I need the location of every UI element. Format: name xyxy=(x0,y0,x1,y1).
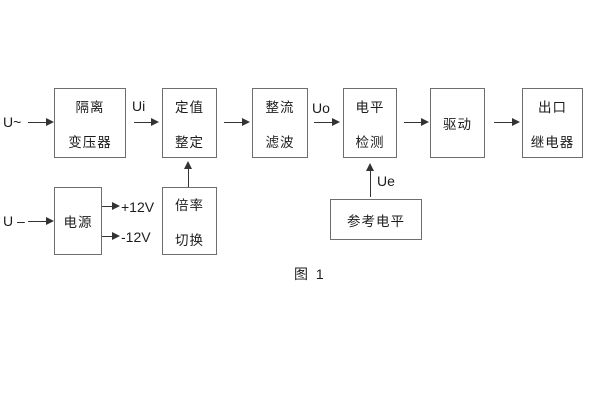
block-ratio-switch: 倍率 切换 xyxy=(162,187,217,255)
block-level-detection: 电平 检测 xyxy=(343,88,397,158)
block-ratio-switch-line1: 倍率 xyxy=(175,197,204,213)
block-isolation-transformer: 隔离 变压器 xyxy=(54,88,126,158)
label-ui: Ui xyxy=(132,98,146,114)
arrow-ratio-to-setting-icon xyxy=(184,161,193,187)
block-rectifier-filter-line2: 滤波 xyxy=(265,134,295,150)
block-driver: 驱动 xyxy=(430,88,485,158)
arrow-input-ac-icon xyxy=(28,118,54,127)
arrow-setting-to-rectifier-icon xyxy=(224,118,250,127)
arrow-plus-12v-icon xyxy=(102,202,120,211)
block-rectifier-filter: 整流 滤波 xyxy=(252,88,308,158)
figure-caption: 图 1 xyxy=(294,266,326,282)
block-output-relay-line2: 继电器 xyxy=(530,134,575,150)
block-reference-level: 参考电平 xyxy=(330,199,422,240)
block-output-relay-line1: 出口 xyxy=(538,99,567,115)
block-isolation-transformer-line1: 隔离 xyxy=(75,99,105,115)
block-isolation-transformer-line2: 变压器 xyxy=(68,134,112,150)
label-minus-12v: -12V xyxy=(121,229,151,245)
block-level-detection-line2: 检测 xyxy=(355,134,385,150)
label-ue: Ue xyxy=(377,173,395,189)
arrow-minus-12v-icon xyxy=(102,232,120,241)
block-output-relay: 出口 继电器 xyxy=(522,88,583,158)
label-uo: Uo xyxy=(312,100,330,116)
block-ratio-switch-line2: 切换 xyxy=(175,232,204,248)
arrow-reference-to-level-icon xyxy=(366,163,375,197)
label-input-ac: U~ xyxy=(3,114,22,130)
label-plus-12v: +12V xyxy=(121,199,155,215)
block-rectifier-filter-line1: 整流 xyxy=(265,99,295,115)
arrow-rectifier-to-level-icon xyxy=(314,118,340,127)
arrow-driver-to-relay-icon xyxy=(494,118,520,127)
arrow-input-dc-icon xyxy=(28,217,54,226)
arrow-level-to-driver-icon xyxy=(404,118,429,127)
block-driver-line1: 驱动 xyxy=(443,117,472,132)
block-power-supply: 电源 xyxy=(54,187,102,255)
arrow-iso-to-setting-icon xyxy=(134,118,159,127)
block-reference-level-line1: 参考电平 xyxy=(347,213,405,229)
block-power-supply-line1: 电源 xyxy=(63,215,93,230)
block-value-setting-line1: 定值 xyxy=(175,99,204,115)
block-level-detection-line1: 电平 xyxy=(355,99,385,115)
label-input-dc: U – xyxy=(3,213,25,229)
block-value-setting: 定值 整定 xyxy=(162,88,217,158)
block-value-setting-line2: 整定 xyxy=(175,134,204,150)
